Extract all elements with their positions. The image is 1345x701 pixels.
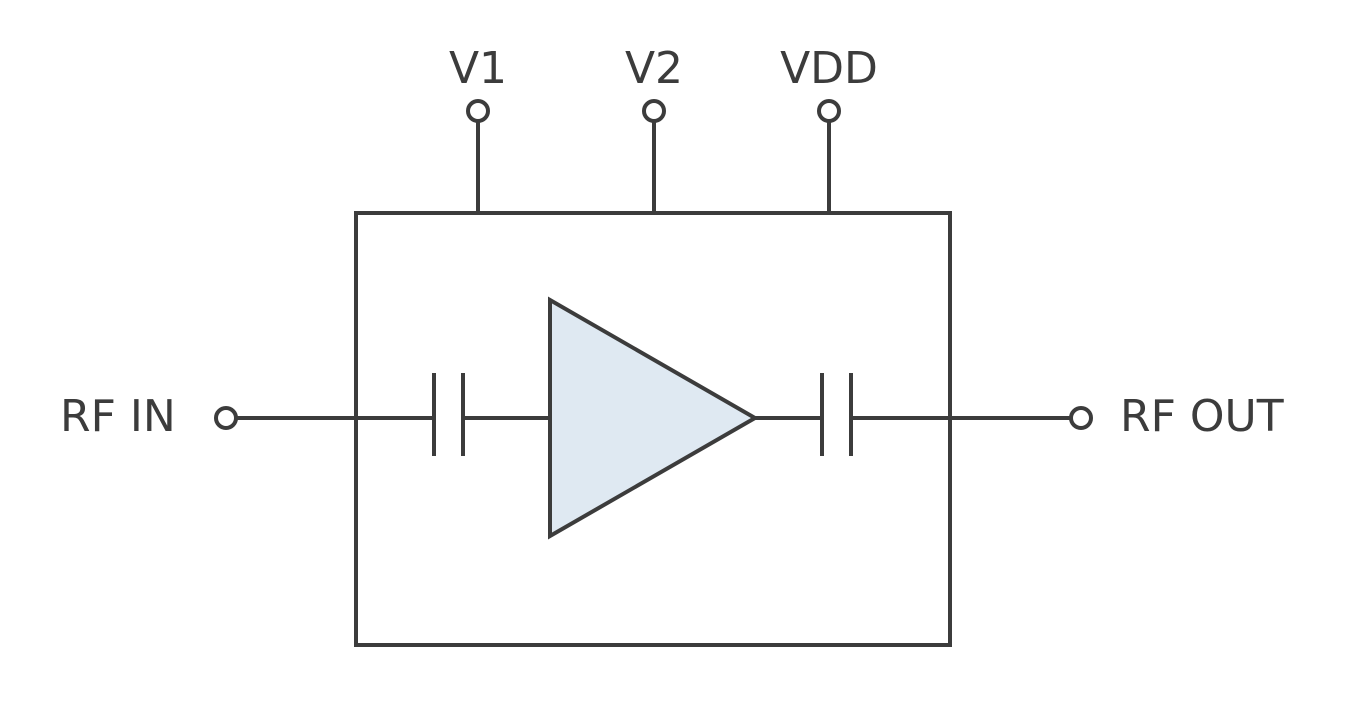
rf-out-label: RF OUT (1120, 391, 1284, 442)
rf-in-label: RF IN (60, 391, 176, 442)
module-box (354, 211, 952, 647)
v2-terminal (642, 99, 666, 123)
amplifier-triangle (548, 296, 760, 540)
v1-label: V1 (449, 43, 507, 94)
rf-in-terminal (214, 406, 238, 430)
vdd-label: VDD (780, 43, 878, 94)
rf-out-terminal (1069, 406, 1093, 430)
vdd-terminal (817, 99, 841, 123)
v2-label: V2 (625, 43, 683, 94)
v1-terminal (466, 99, 490, 123)
